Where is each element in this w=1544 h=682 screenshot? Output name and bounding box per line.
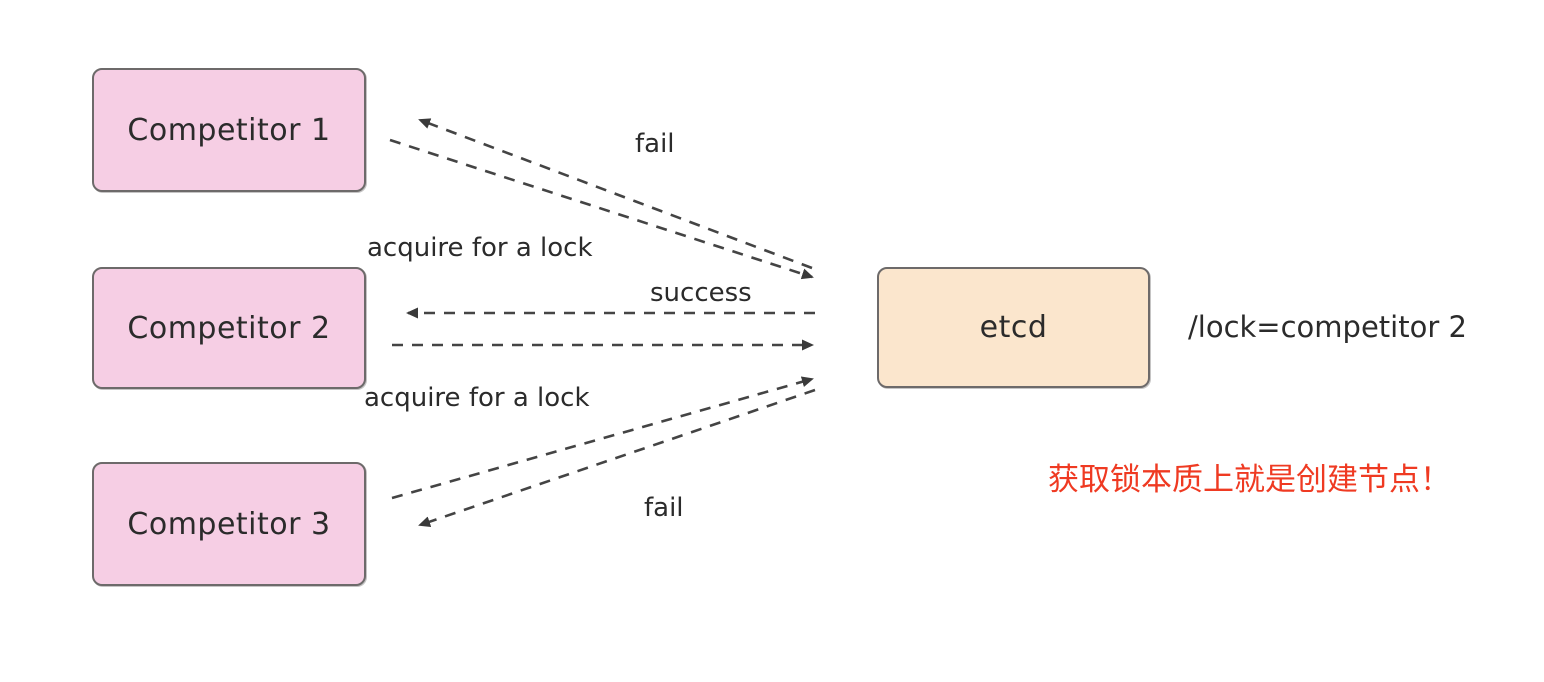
annotation-lock-key: /lock=competitor 2 <box>1188 310 1467 344</box>
edge-label-acquire-bottom: acquire for a lock <box>364 383 590 413</box>
node-competitor-1[interactable]: Competitor 1 <box>92 68 366 192</box>
node-competitor-2[interactable]: Competitor 2 <box>92 267 366 389</box>
node-competitor-1-label: Competitor 1 <box>127 112 331 148</box>
node-competitor-2-label: Competitor 2 <box>127 310 331 346</box>
edge-label-success: success <box>650 278 752 308</box>
edge-label-fail-top: fail <box>635 129 675 159</box>
annotation-red-note: 获取锁本质上就是创建节点！ <box>1048 462 1451 498</box>
edge-label-acquire-top: acquire for a lock <box>367 233 593 263</box>
node-competitor-3[interactable]: Competitor 3 <box>92 462 366 586</box>
edge-label-fail-bottom: fail <box>644 493 684 523</box>
node-etcd-label: etcd <box>979 310 1048 345</box>
node-competitor-3-label: Competitor 3 <box>127 506 331 542</box>
node-etcd[interactable]: etcd <box>877 267 1150 388</box>
